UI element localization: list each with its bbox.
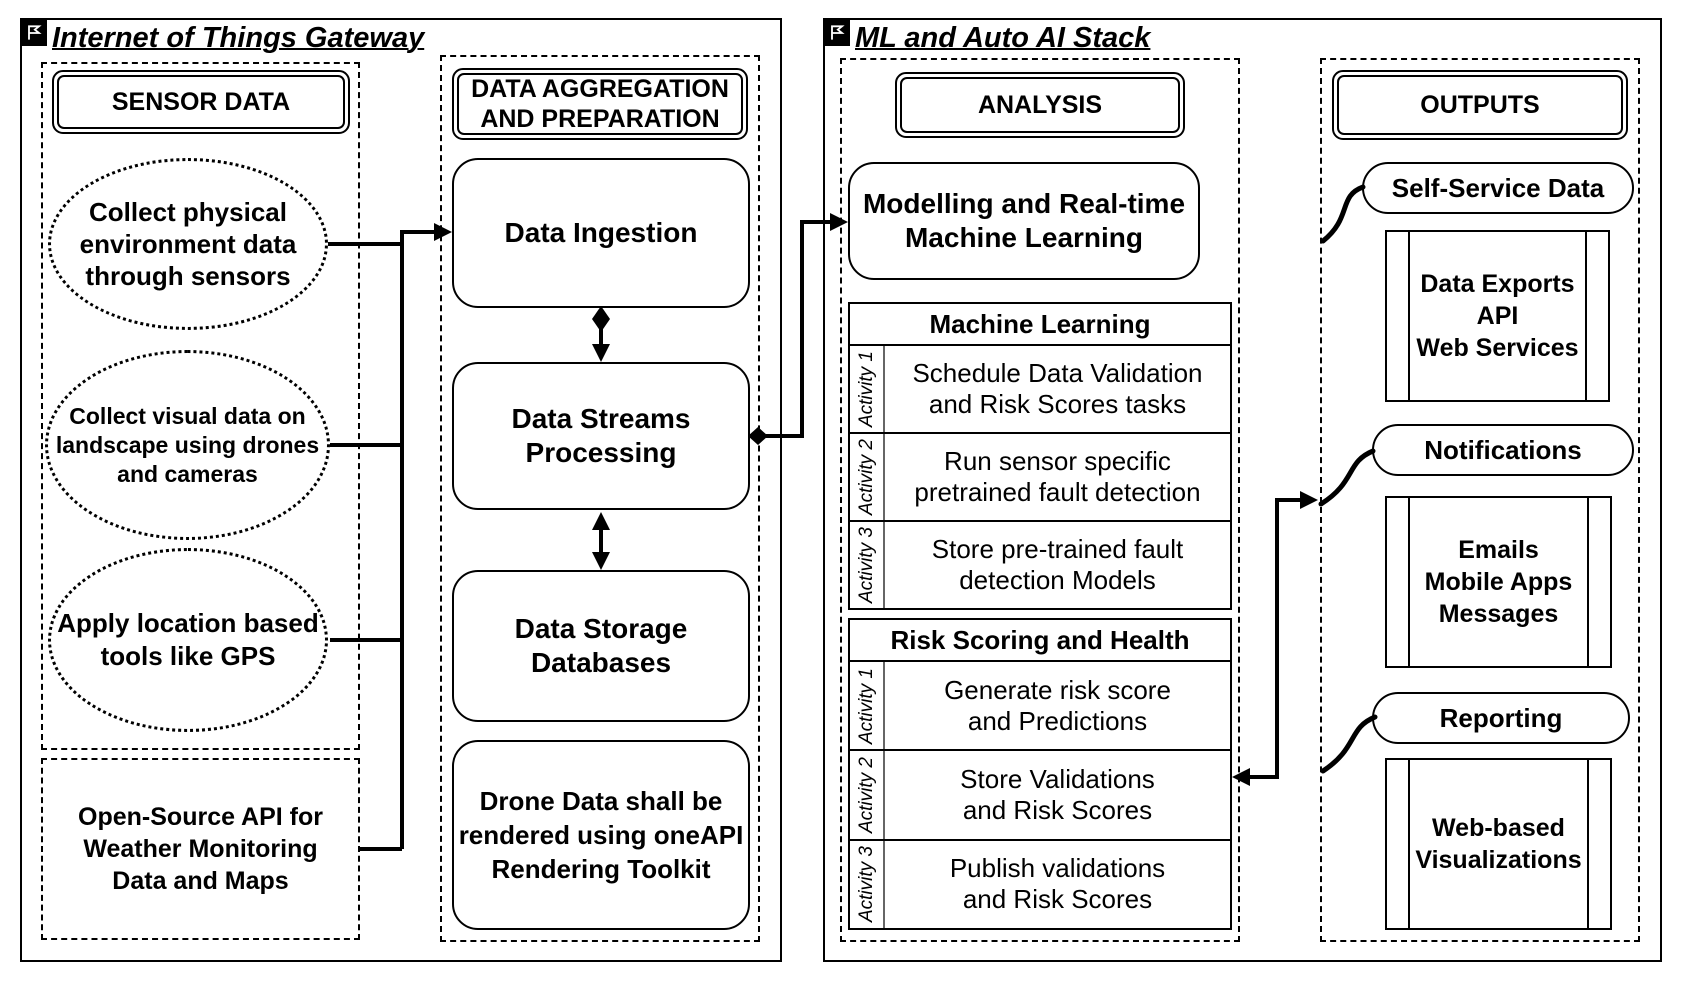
box-data-ingestion[interactable]: Data Ingestion bbox=[452, 158, 750, 308]
sensor-data-header-label: SENSOR DATA bbox=[57, 75, 345, 129]
activity-label: Activity 2 bbox=[855, 438, 877, 516]
activity-label-cell: Activity 3 bbox=[850, 840, 885, 928]
activity-label-cell: Activity 1 bbox=[850, 662, 885, 750]
aggregation-header[interactable]: DATA AGGREGATION AND PREPARATION bbox=[452, 68, 748, 140]
sensor-data-header[interactable]: SENSOR DATA bbox=[52, 70, 350, 134]
pill-reporting-label: Reporting bbox=[1439, 702, 1563, 733]
box-drone-data-oneapi-label: Drone Data shall be rendered using oneAP… bbox=[458, 786, 744, 884]
table-row[interactable]: Activity 3 Publish validations and Risk … bbox=[850, 840, 1230, 928]
pill-self-service-data[interactable]: Self-Service Data bbox=[1362, 162, 1634, 214]
table-row[interactable]: Activity 2 Store Validations and Risk Sc… bbox=[850, 751, 1230, 841]
box-data-exports-label: Data Exports API Web Services bbox=[1416, 270, 1579, 362]
activity-label: Activity 3 bbox=[855, 846, 877, 923]
table-row[interactable]: Activity 1 Generate risk score and Predi… bbox=[850, 662, 1230, 752]
ellipse-collect-physical-data[interactable]: Collect physical environment data throug… bbox=[48, 158, 328, 330]
ellipse-collect-visual-data[interactable]: Collect visual data on landscape using d… bbox=[45, 350, 330, 540]
box-data-ingestion-label: Data Ingestion bbox=[504, 217, 698, 248]
box-data-streams-processing[interactable]: Data Streams Processing bbox=[452, 362, 750, 510]
activity-text: Run sensor specific pretrained fault det… bbox=[914, 446, 1201, 507]
analysis-header[interactable]: ANALYSIS bbox=[895, 72, 1185, 138]
box-emails-mobile-apps-label: Emails Mobile Apps Messages bbox=[1424, 536, 1573, 628]
box-data-storage-databases-label: Data Storage Databases bbox=[514, 613, 688, 678]
flag-icon bbox=[824, 20, 850, 46]
activity-text: Store pre-trained fault detection Models bbox=[931, 534, 1184, 595]
box-modelling-realtime-ml-label: Modelling and Real-time Machine Learning bbox=[862, 188, 1186, 253]
activity-label: Activity 2 bbox=[855, 756, 877, 833]
outputs-header-label: OUTPUTS bbox=[1337, 75, 1623, 135]
pill-notifications[interactable]: Notifications bbox=[1372, 424, 1634, 476]
iot-gateway-frame[interactable] bbox=[20, 18, 782, 962]
flag-icon bbox=[21, 20, 47, 46]
ml-stack-title: ML and Auto AI Stack bbox=[855, 22, 1151, 54]
iot-gateway-title: Internet of Things Gateway bbox=[52, 22, 425, 54]
aggregation-header-label: DATA AGGREGATION AND PREPARATION bbox=[457, 73, 743, 135]
activity-text: Schedule Data Validation and Risk Scores… bbox=[912, 358, 1203, 419]
ellipse-collect-visual-data-label: Collect visual data on landscape using d… bbox=[55, 402, 320, 487]
analysis-container[interactable] bbox=[840, 58, 1240, 942]
activity-label-cell: Activity 2 bbox=[850, 751, 885, 839]
box-web-visualizations-label: Web-based Visualizations bbox=[1415, 814, 1582, 874]
sensor-data-container[interactable] bbox=[41, 62, 360, 750]
activity-text: Store Validations and Risk Scores bbox=[960, 763, 1155, 825]
analysis-header-label: ANALYSIS bbox=[900, 77, 1180, 133]
activity-label-cell: Activity 2 bbox=[850, 434, 885, 520]
box-data-storage-databases[interactable]: Data Storage Databases bbox=[452, 570, 750, 722]
pill-self-service-data-label: Self-Service Data bbox=[1391, 172, 1605, 203]
box-data-exports[interactable]: Data Exports API Web Services bbox=[1385, 230, 1610, 402]
ml-stack-frame[interactable] bbox=[823, 18, 1662, 962]
outputs-header[interactable]: OUTPUTS bbox=[1332, 70, 1628, 140]
activity-label: Activity 1 bbox=[855, 667, 877, 744]
activity-label-cell: Activity 3 bbox=[850, 522, 885, 608]
pill-reporting[interactable]: Reporting bbox=[1372, 692, 1630, 744]
box-web-visualizations[interactable]: Web-based Visualizations bbox=[1385, 758, 1612, 930]
ellipse-location-tools-label: Apply location based tools like GPS bbox=[57, 608, 319, 671]
ellipse-collect-physical-data-label: Collect physical environment data throug… bbox=[79, 197, 297, 291]
risk-scoring-table-header: Risk Scoring and Health bbox=[850, 620, 1230, 662]
risk-scoring-table[interactable]: Risk Scoring and Health Activity 1 Gener… bbox=[848, 618, 1232, 930]
machine-learning-table-header: Machine Learning bbox=[850, 304, 1230, 346]
box-emails-mobile-apps[interactable]: Emails Mobile Apps Messages bbox=[1385, 496, 1612, 668]
box-modelling-realtime-ml[interactable]: Modelling and Real-time Machine Learning bbox=[848, 162, 1200, 280]
open-source-api-box[interactable]: Open-Source API for Weather Monitoring D… bbox=[41, 758, 360, 940]
box-data-streams-processing-label: Data Streams Processing bbox=[511, 403, 691, 468]
activity-label-cell: Activity 1 bbox=[850, 346, 885, 432]
ellipse-location-tools[interactable]: Apply location based tools like GPS bbox=[48, 548, 328, 732]
aggregation-container[interactable] bbox=[440, 55, 760, 942]
activity-text: Publish validations and Risk Scores bbox=[949, 853, 1166, 915]
activity-label: Activity 1 bbox=[855, 350, 877, 428]
machine-learning-table[interactable]: Machine Learning Activity 1 Schedule Dat… bbox=[848, 302, 1232, 610]
open-source-api-box-label: Open-Source API for Weather Monitoring D… bbox=[78, 803, 323, 895]
table-row[interactable]: Activity 3 Store pre-trained fault detec… bbox=[850, 522, 1230, 608]
box-drone-data-oneapi[interactable]: Drone Data shall be rendered using oneAP… bbox=[452, 740, 750, 930]
table-row[interactable]: Activity 2 Run sensor specific pretraine… bbox=[850, 434, 1230, 522]
pill-notifications-label: Notifications bbox=[1424, 434, 1582, 465]
activity-text: Generate risk score and Predictions bbox=[944, 674, 1171, 736]
activity-label: Activity 3 bbox=[855, 526, 877, 604]
table-row[interactable]: Activity 1 Schedule Data Validation and … bbox=[850, 346, 1230, 434]
